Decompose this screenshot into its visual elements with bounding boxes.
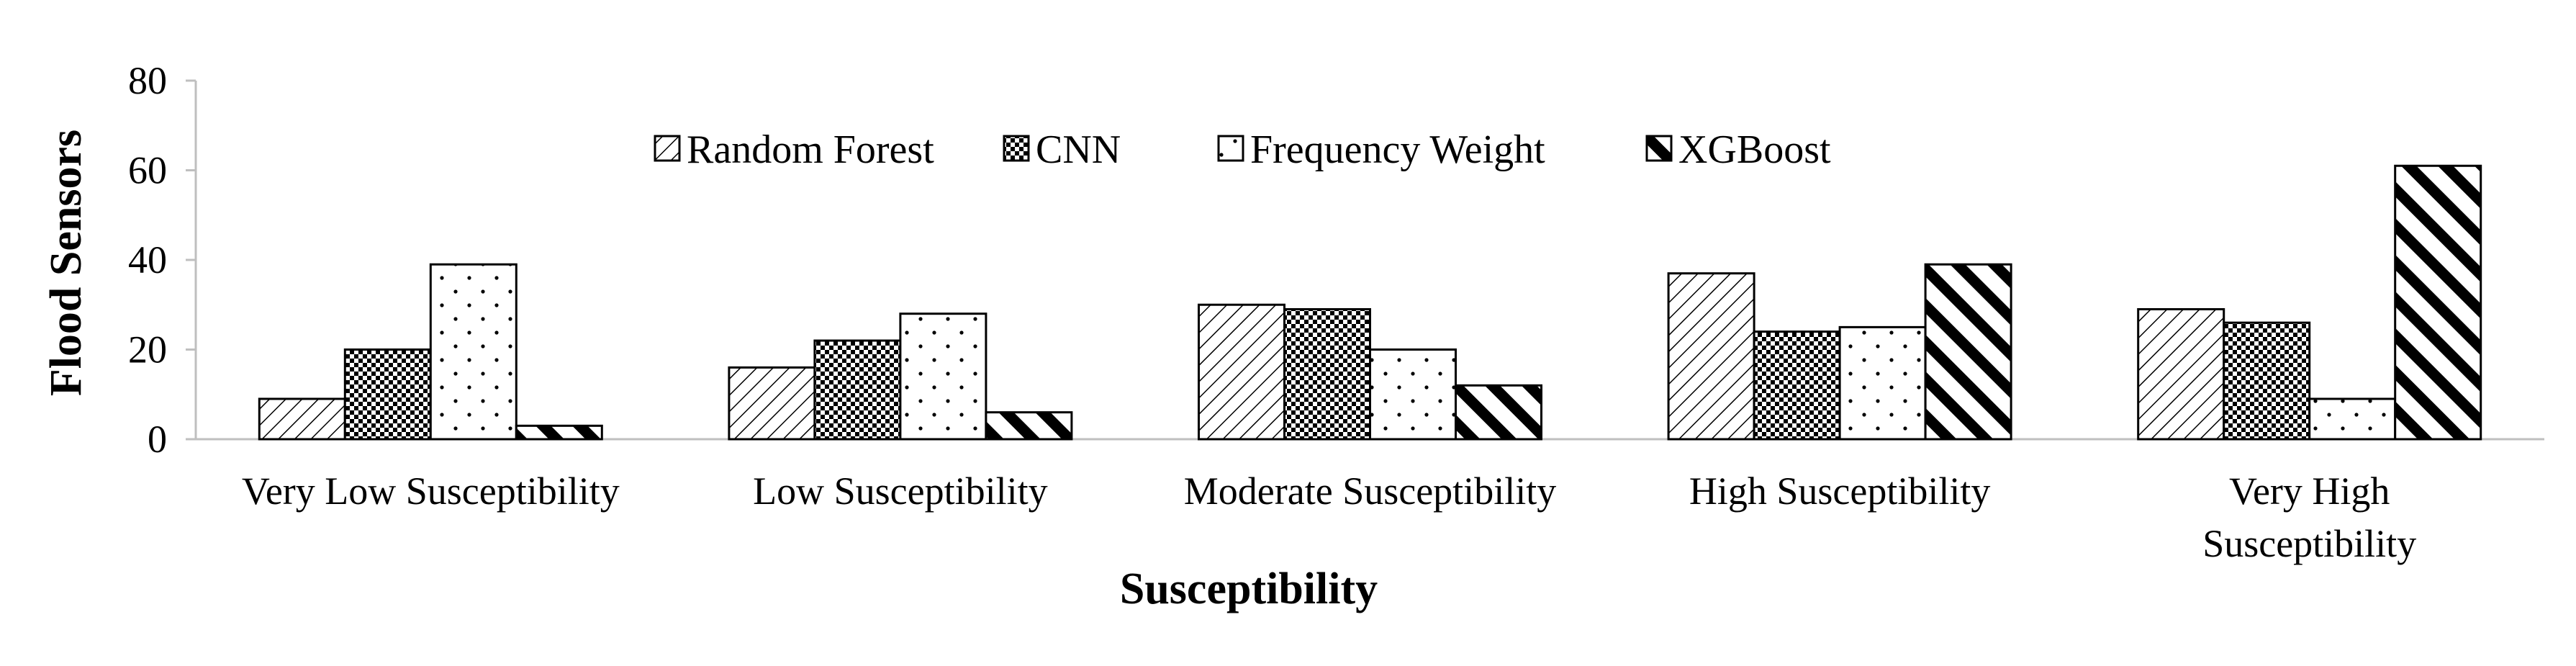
y-tick-label: 20	[128, 328, 167, 372]
bar	[728, 366, 816, 441]
legend-swatch	[654, 135, 681, 162]
legend-swatch	[1645, 135, 1673, 162]
legend-label: CNN	[1036, 127, 1121, 172]
y-tick-label: 80	[128, 59, 167, 102]
bar	[1667, 272, 1755, 441]
legend: Random Forest CNN Frequency Weight XGBoost	[654, 127, 1831, 172]
bars	[258, 164, 2482, 441]
bar	[2223, 321, 2311, 441]
bar	[1753, 330, 1841, 441]
bar	[985, 411, 1073, 441]
bar	[813, 339, 902, 441]
bar	[1455, 384, 1542, 441]
bar	[2394, 164, 2482, 441]
x-tick-label: Very Low Susceptibility	[242, 469, 620, 513]
bar	[2308, 397, 2397, 441]
x-axis-title: Susceptibility	[1120, 564, 1378, 613]
bar	[429, 263, 518, 441]
bar	[1369, 348, 1457, 441]
legend-label: Frequency Weight	[1250, 127, 1545, 172]
y-tick-label: 40	[128, 238, 167, 282]
bar	[1283, 307, 1371, 441]
bar	[258, 397, 346, 441]
legend-swatch	[1217, 135, 1244, 162]
y-tick-label: 60	[128, 149, 167, 192]
y-axis: 0 20 40 60 80	[128, 59, 197, 461]
bar	[899, 312, 988, 441]
bar	[1198, 303, 1285, 441]
y-axis-title: Flood Sensors	[42, 130, 91, 396]
bar	[2137, 307, 2225, 441]
legend-label: Random Forest	[687, 127, 934, 172]
bar	[1924, 263, 2012, 441]
legend-swatch	[1003, 135, 1030, 162]
y-tick-label: 0	[148, 418, 167, 461]
x-tick-label: Low Susceptibility	[753, 469, 1047, 513]
bar	[515, 424, 603, 441]
x-axis: Very Low Susceptibility Low Susceptibilit…	[196, 438, 2544, 565]
bar	[343, 348, 432, 441]
x-tick-label: High Susceptibility	[1689, 469, 1991, 513]
x-tick-label: Moderate Susceptibility	[1184, 469, 1556, 513]
bar	[1838, 325, 1927, 441]
legend-label: XGBoost	[1678, 127, 1831, 172]
